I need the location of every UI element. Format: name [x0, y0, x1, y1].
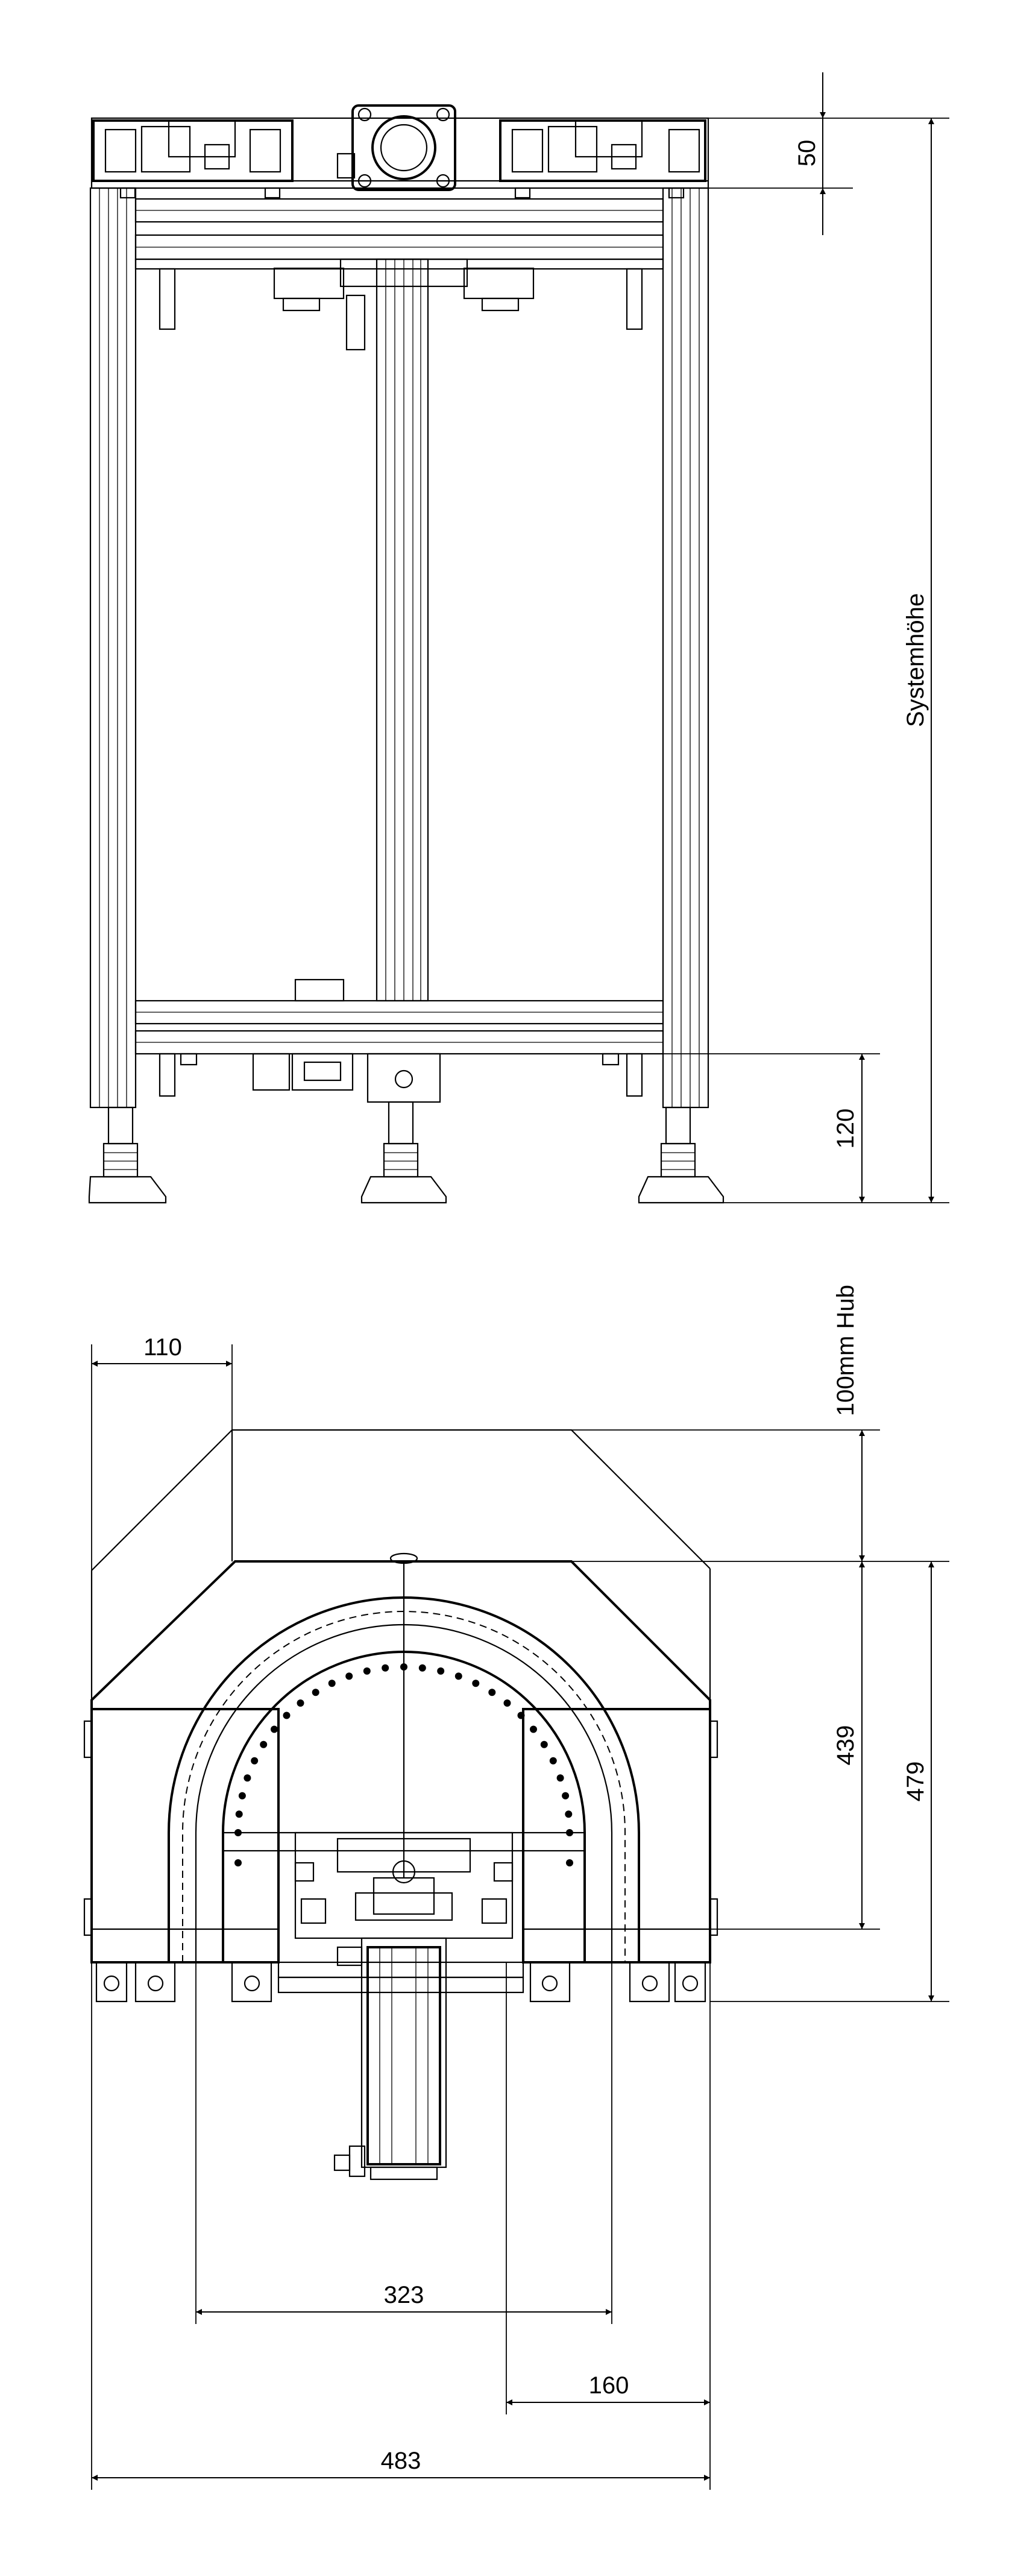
hole — [363, 1667, 371, 1675]
mounting-brackets — [95, 1961, 706, 2003]
dimension-stroke: 100mm Hub — [571, 1285, 949, 1562]
hole — [562, 1792, 570, 1800]
hole — [540, 1740, 548, 1748]
dimension-side-width: 110 — [91, 1334, 233, 1570]
column-right — [662, 187, 709, 1109]
hole — [437, 1667, 445, 1675]
top-view: 110 100mm Hub 439 479 323 — [83, 1285, 949, 2490]
hole — [400, 1663, 407, 1671]
cylinder — [333, 1937, 447, 2181]
hole — [530, 1725, 537, 1733]
dim-label-outer-height: 479 — [902, 1762, 929, 1802]
hole — [382, 1664, 389, 1672]
dimension-inner-width: 323 — [195, 1962, 612, 2324]
dim-label-stroke: 100mm Hub — [832, 1285, 859, 1416]
hole — [549, 1757, 557, 1765]
hole — [503, 1699, 511, 1707]
dim-label-inner-width: 323 — [384, 2282, 424, 2308]
arch-track — [168, 1596, 640, 1962]
hole — [345, 1672, 353, 1680]
hole — [566, 1859, 573, 1866]
top-clamp-right — [499, 119, 706, 182]
column-left — [89, 187, 137, 1109]
centre-valve — [336, 104, 456, 191]
dim-label-system-height: Systemhöhe — [902, 593, 929, 727]
foot-right — [638, 1106, 725, 1204]
hole — [312, 1689, 319, 1696]
dimension-outer-height: 479 — [710, 1561, 949, 2002]
hole — [235, 1810, 243, 1818]
dim-label-side-width: 110 — [143, 1334, 182, 1361]
top-clamp-left — [92, 119, 294, 182]
hole — [234, 1859, 242, 1866]
hole — [565, 1810, 573, 1818]
dimension-system-height: Systemhöhe — [902, 118, 934, 1203]
hole — [244, 1774, 251, 1782]
hole-pattern — [234, 1663, 573, 1866]
dim-label-total-width: 483 — [381, 2448, 421, 2474]
dim-label-foot-height: 120 — [832, 1109, 859, 1149]
hole — [271, 1725, 278, 1733]
dimension-foot-height: 120 — [663, 1053, 949, 1203]
dimension-total-width: 483 — [91, 1962, 711, 2490]
hole — [556, 1774, 564, 1782]
dimension-top-height: 50 — [708, 72, 949, 235]
foot-left — [88, 1106, 167, 1204]
dimension-right-width: 160 — [506, 1962, 710, 2414]
front-view: 50 120 Systemhöhe — [88, 72, 949, 1204]
dimension-inner-height: 439 — [710, 1561, 880, 1930]
hole — [488, 1689, 496, 1696]
hole — [472, 1680, 480, 1687]
hole — [283, 1712, 291, 1719]
hole — [454, 1672, 462, 1680]
hole — [297, 1699, 304, 1707]
hole — [517, 1712, 525, 1719]
dim-label-inner-height: 439 — [832, 1725, 859, 1766]
hole — [238, 1792, 246, 1800]
centre-column — [339, 258, 468, 1002]
hole — [260, 1740, 268, 1748]
hole — [251, 1757, 259, 1765]
hole — [418, 1664, 426, 1672]
hole — [328, 1680, 336, 1687]
foot-centre — [360, 1101, 447, 1204]
dim-label-right-width: 160 — [589, 2372, 629, 2399]
dim-label-top-height: 50 — [794, 140, 820, 167]
